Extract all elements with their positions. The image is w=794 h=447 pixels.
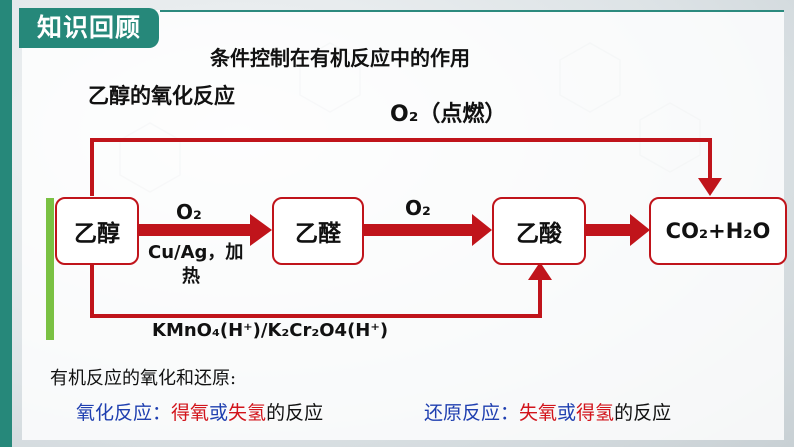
- step1-reagent: O₂: [176, 200, 202, 224]
- step1-condition-2: 热: [182, 266, 200, 287]
- green-marker-bar: [46, 198, 54, 340]
- box-ethanol: 乙醇: [55, 197, 139, 265]
- reduction-gain-hydrogen: 得氢: [576, 402, 615, 424]
- oxidation-gain-oxygen: 得氧: [171, 402, 210, 424]
- oxidation-suffix: 的反应: [266, 402, 324, 424]
- reduction-lose-oxygen: 失氧: [519, 402, 558, 424]
- oxidation-term: 氧化反应：: [76, 402, 172, 424]
- note-text: 有机反应的氧化和还原:: [50, 368, 237, 389]
- bottom-path-arrow: [90, 262, 542, 318]
- reduction-suffix: 的反应: [614, 402, 672, 424]
- top-path-label: O₂（点燃）: [390, 102, 507, 127]
- or-word: 或: [557, 402, 577, 424]
- oxidation-definition: 氧化反应：得氧或失氢的反应: [76, 398, 323, 425]
- step1-condition: Cu/Ag，加: [148, 242, 244, 263]
- box-products: CO₂+H₂O: [649, 197, 787, 265]
- arrow-aceticacid-products: [585, 214, 650, 246]
- section-tag: 知识回顾: [19, 8, 159, 48]
- subtitle: 乙醇的氧化反应: [88, 84, 235, 108]
- box-acetaldehyde: 乙醛: [272, 197, 364, 265]
- page-title: 条件控制在有机反应中的作用: [210, 46, 470, 70]
- bottom-path-label: KMnO₄(H⁺)/K₂Cr₂O4(H⁺): [152, 320, 389, 341]
- box-acetic-acid: 乙酸: [492, 197, 586, 265]
- left-accent-bar: [0, 0, 12, 447]
- or-word: 或: [209, 402, 229, 424]
- oxidation-lose-hydrogen: 失氢: [228, 402, 267, 424]
- reduction-term: 还原反应：: [424, 402, 520, 424]
- reduction-definition: 还原反应：失氧或得氢的反应: [424, 398, 671, 425]
- header-rule: [160, 10, 784, 12]
- top-path-arrow: [90, 138, 712, 196]
- arrow-acetaldehyde-aceticacid: [362, 214, 492, 246]
- arrow-ethanol-acetaldehyde: [136, 214, 272, 246]
- step2-reagent: O₂: [405, 196, 431, 220]
